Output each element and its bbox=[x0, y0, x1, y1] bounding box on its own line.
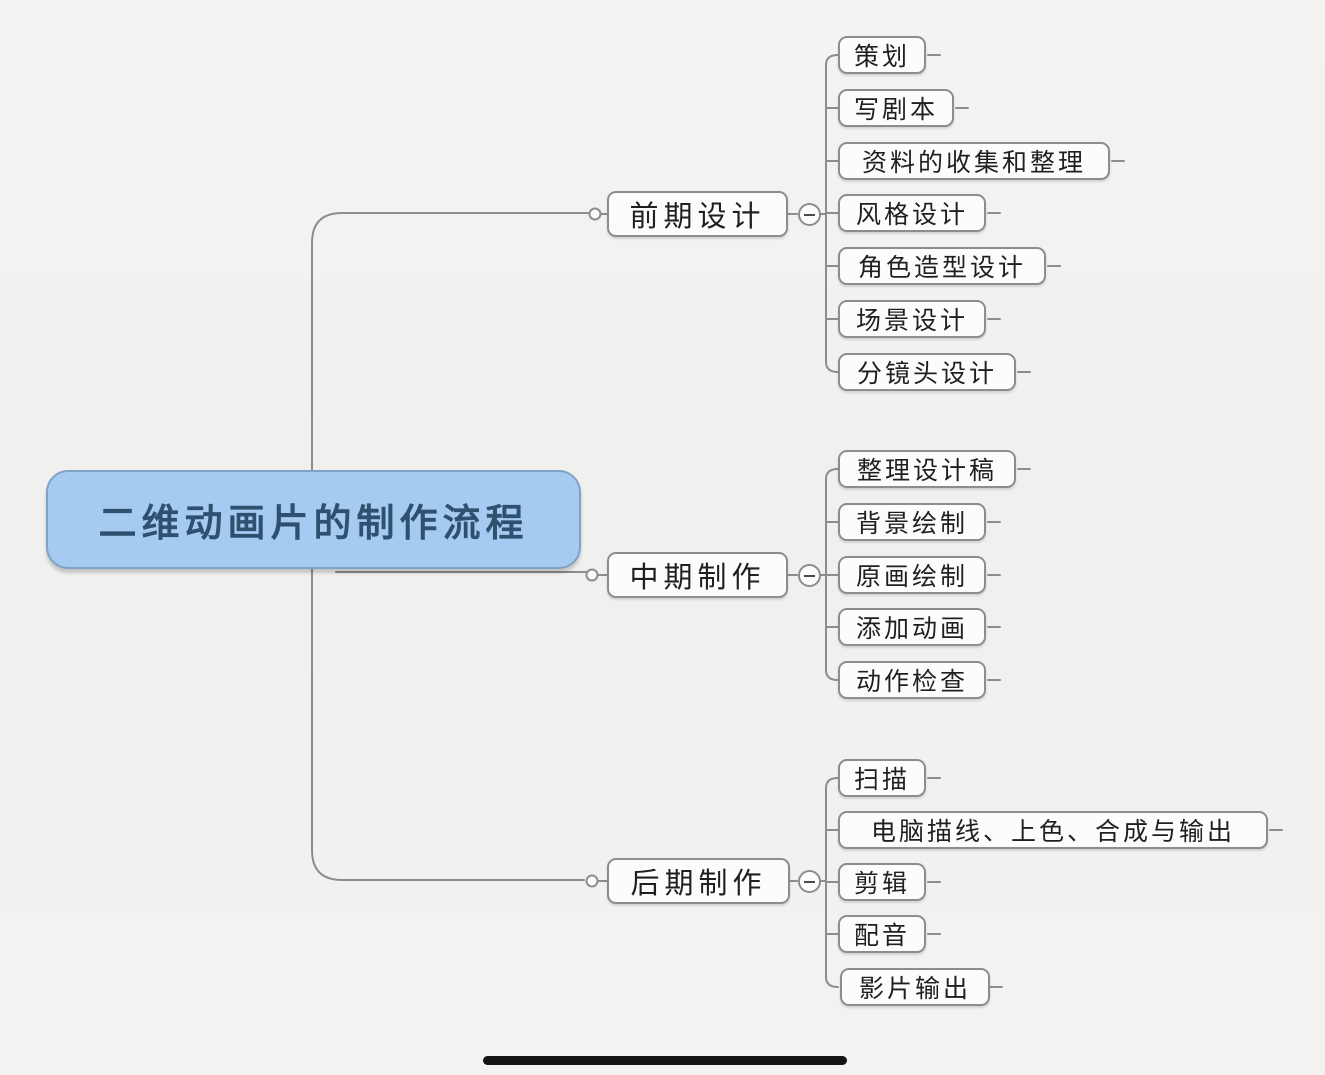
connector-line bbox=[311, 212, 589, 471]
child-node[interactable]: 分镜头设计 bbox=[838, 353, 1016, 391]
connector-line bbox=[311, 568, 585, 881]
minus-icon bbox=[804, 574, 815, 577]
child-node[interactable]: 角色造型设计 bbox=[838, 247, 1046, 285]
child-node[interactable]: 整理设计稿 bbox=[838, 450, 1016, 488]
child-node[interactable]: 资料的收集和整理 bbox=[838, 142, 1110, 180]
child-node[interactable]: 动作检查 bbox=[838, 661, 986, 699]
collapse-button[interactable] bbox=[798, 870, 821, 893]
minus-icon bbox=[804, 880, 815, 883]
child-node[interactable]: 扫描 bbox=[838, 759, 926, 797]
minus-icon bbox=[804, 213, 815, 216]
child-node[interactable]: 剪辑 bbox=[838, 863, 926, 901]
child-node[interactable]: 影片输出 bbox=[840, 968, 990, 1006]
collapse-button[interactable] bbox=[798, 203, 821, 226]
branch-node-pre-production[interactable]: 前期设计 bbox=[607, 191, 788, 237]
root-node[interactable]: 二维动画片的制作流程 bbox=[46, 470, 581, 569]
child-node[interactable]: 场景设计 bbox=[838, 300, 986, 338]
home-indicator-bar bbox=[483, 1056, 847, 1065]
child-node[interactable]: 添加动画 bbox=[838, 608, 986, 646]
child-node[interactable]: 策划 bbox=[838, 36, 926, 74]
collapse-button[interactable] bbox=[798, 564, 821, 587]
child-node[interactable]: 原画绘制 bbox=[838, 556, 986, 594]
branch-node-post-production[interactable]: 后期制作 bbox=[607, 858, 790, 904]
child-node[interactable]: 电脑描线、上色、合成与输出 bbox=[838, 811, 1268, 849]
child-node[interactable]: 风格设计 bbox=[838, 194, 986, 232]
child-node[interactable]: 背景绘制 bbox=[838, 503, 986, 541]
branch-node-mid-production[interactable]: 中期制作 bbox=[607, 552, 788, 598]
node-anchor-dot bbox=[588, 207, 602, 221]
child-node[interactable]: 写剧本 bbox=[838, 89, 954, 127]
child-node[interactable]: 配音 bbox=[838, 915, 926, 953]
node-anchor-dot bbox=[585, 568, 599, 582]
node-anchor-dot bbox=[585, 874, 599, 888]
